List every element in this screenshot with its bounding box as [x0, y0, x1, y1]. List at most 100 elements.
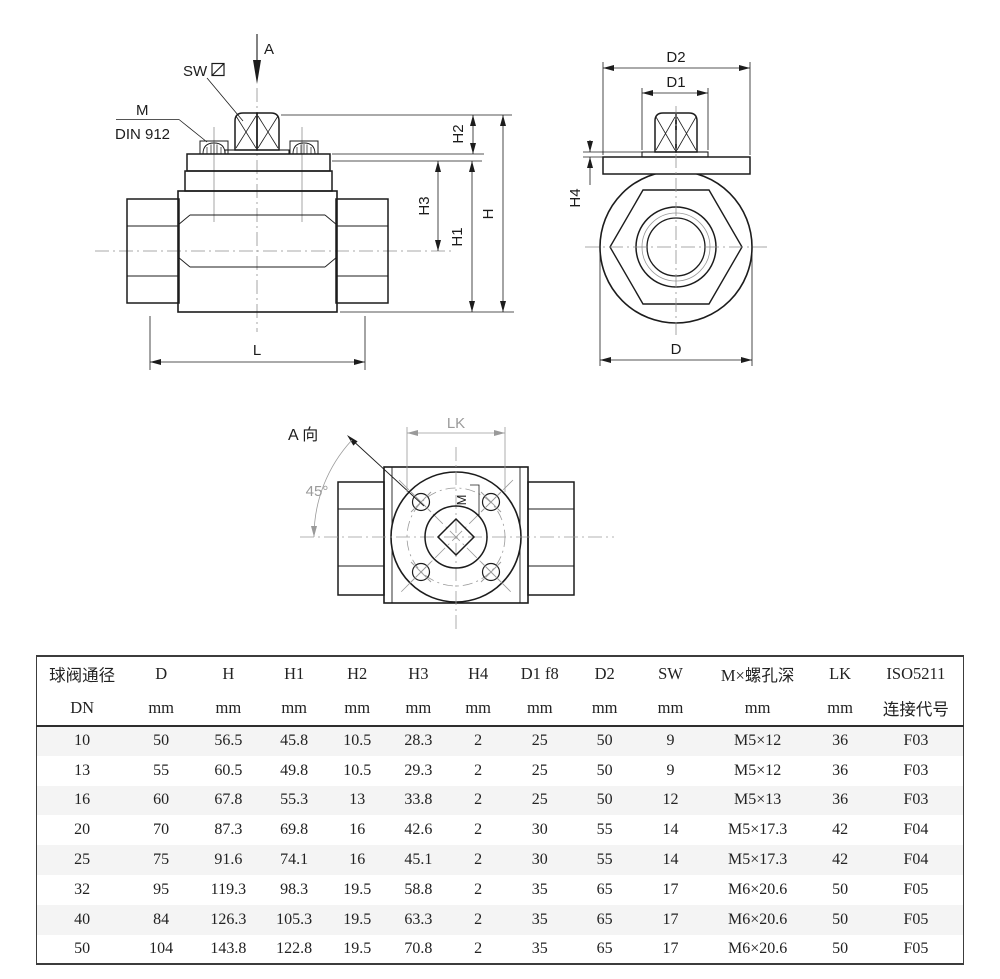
table-cell: 70 [153, 821, 170, 839]
top-view [300, 427, 614, 629]
table-cell: 2 [474, 791, 483, 809]
table-cell: M5×12 [733, 732, 782, 750]
dim-m-label: M [454, 495, 469, 506]
table-cell: 17 [662, 939, 679, 957]
stem-boss-circle [424, 505, 488, 569]
body-facets [177, 214, 338, 268]
table-cell: 45.8 [280, 732, 309, 750]
table-cell: 2 [474, 821, 483, 839]
column-unit: 连接代号 [882, 700, 949, 719]
table-cell: 60.5 [214, 761, 243, 779]
table-cell: 25 [531, 732, 548, 750]
table-cell: 25 [531, 761, 548, 779]
table-cell: 2 [474, 761, 483, 779]
table-cell: 35 [531, 939, 548, 957]
table-cell: 95 [153, 880, 170, 898]
column-header: SW [658, 664, 683, 683]
table-cell: 50 [832, 910, 849, 928]
table-cell: 42 [832, 851, 849, 869]
table-cell: 17 [662, 910, 679, 928]
column-unit: mm [344, 698, 371, 717]
table-cell: 50 [596, 761, 613, 779]
square-drive [436, 517, 476, 557]
table-cell: 19.5 [343, 910, 372, 928]
table-cell: 16 [349, 851, 366, 869]
table-cell: 50 [832, 880, 849, 898]
table-cell: 9 [666, 732, 675, 750]
column-header: H4 [468, 664, 489, 683]
table-cell: F04 [903, 821, 929, 839]
table-cell: F03 [903, 761, 929, 779]
column-unit: mm [405, 698, 432, 717]
dim-h4-label: H4 [567, 188, 584, 207]
sw-leader [206, 77, 244, 122]
table-cell: 19.5 [343, 939, 372, 957]
table-cell: 36 [832, 791, 849, 809]
table-cell: 25 [74, 851, 91, 869]
side-arrowheads [587, 65, 752, 363]
stem [234, 112, 280, 151]
left-end-cap [126, 198, 180, 304]
table-cell: F03 [903, 791, 929, 809]
table-cell: 19.5 [343, 880, 372, 898]
view-a-arrowhead-icon [253, 60, 261, 84]
table-cell: 35 [531, 910, 548, 928]
table-cell: 13 [74, 761, 91, 779]
side-stem-hatch [655, 116, 697, 151]
table-cell: 74.1 [280, 851, 309, 869]
m-din-leader [116, 119, 208, 143]
left-screw [199, 140, 229, 155]
view-a-direction-arrowhead-icon [347, 435, 358, 446]
right-end-cap [335, 198, 389, 304]
column-header: H3 [408, 664, 429, 683]
bolt-circle [406, 487, 506, 587]
column-header: H2 [347, 664, 368, 683]
table-cell: 84 [153, 910, 170, 928]
table-cell: 30 [531, 851, 548, 869]
table-cell: 2 [474, 910, 483, 928]
table-cell: 60 [153, 791, 170, 809]
table-cell: M5×17.3 [727, 851, 788, 869]
table-cell: F05 [903, 910, 929, 928]
table-cell: 104 [149, 939, 174, 957]
table-cell: F03 [903, 732, 929, 750]
column-unit: mm [215, 698, 242, 717]
right-screw [289, 140, 319, 155]
side-mounting-plate [602, 156, 751, 175]
column-header: M×螺孔深 [720, 666, 795, 685]
view-a-direction-label: A 向 [288, 426, 318, 444]
dim-l-label: L [253, 342, 261, 359]
column-header: ISO5211 [886, 664, 946, 683]
table-cell: 14 [662, 821, 679, 839]
table-cell: 55 [596, 821, 613, 839]
table-cell: 36 [832, 761, 849, 779]
dim-h2-label: H2 [450, 124, 467, 143]
table-cell: 25 [531, 791, 548, 809]
table-cell: 45.1 [404, 851, 433, 869]
table-cell: 58.8 [404, 880, 433, 898]
side-dimensions [583, 62, 753, 366]
view-a-label: A [264, 41, 274, 58]
table-cell: 63.3 [404, 910, 433, 928]
table-cell: 13 [349, 791, 366, 809]
stem-hatch [235, 115, 279, 149]
table-cell: 28.3 [404, 732, 433, 750]
table-cell: 55 [153, 761, 170, 779]
table-cell: F05 [903, 939, 929, 957]
column-header: H1 [284, 664, 305, 683]
table-cell: 55.3 [280, 791, 309, 809]
column-unit: mm [465, 698, 491, 717]
table-cell: 2 [474, 880, 483, 898]
table-cell: 2 [474, 732, 483, 750]
table-cell: 143.8 [210, 939, 247, 957]
dim-h3-label: H3 [416, 196, 433, 215]
